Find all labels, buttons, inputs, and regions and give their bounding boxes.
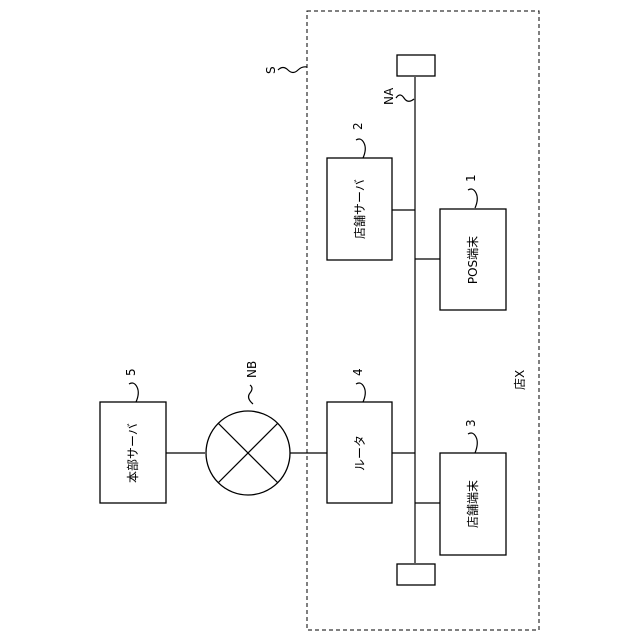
network-b-leader <box>249 385 253 404</box>
hq-server-leader <box>129 383 138 402</box>
router-text: ルータ <box>353 435 367 471</box>
network-b-icon <box>206 411 290 495</box>
system-label-leader <box>278 67 307 73</box>
store-server-leader <box>356 139 365 158</box>
hq-server-text: 本部サーバ <box>125 423 140 483</box>
pos-terminal-ref: 1 <box>464 174 478 182</box>
store-terminal-ref: 3 <box>464 419 478 427</box>
hq-server-ref: 5 <box>124 368 138 376</box>
store-terminal-leader <box>468 433 477 453</box>
store-label: 店X <box>513 370 527 390</box>
bus-terminator-bottom <box>397 564 435 585</box>
store-terminal-text: 店舗端末 <box>466 480 480 528</box>
network-a-leader <box>396 95 414 101</box>
pos-terminal-text: POS端末 <box>466 236 480 284</box>
router-leader <box>356 383 365 402</box>
network-b-label: NB <box>245 361 259 378</box>
store-server-ref: 2 <box>351 122 365 130</box>
network-a-label: NA <box>382 87 396 105</box>
pos-terminal-leader <box>468 189 477 208</box>
system-label: S <box>264 66 278 74</box>
bus-terminator-top <box>397 55 435 76</box>
router-ref: 4 <box>351 368 365 376</box>
store-server-text: 店舗サーバ <box>353 179 367 239</box>
